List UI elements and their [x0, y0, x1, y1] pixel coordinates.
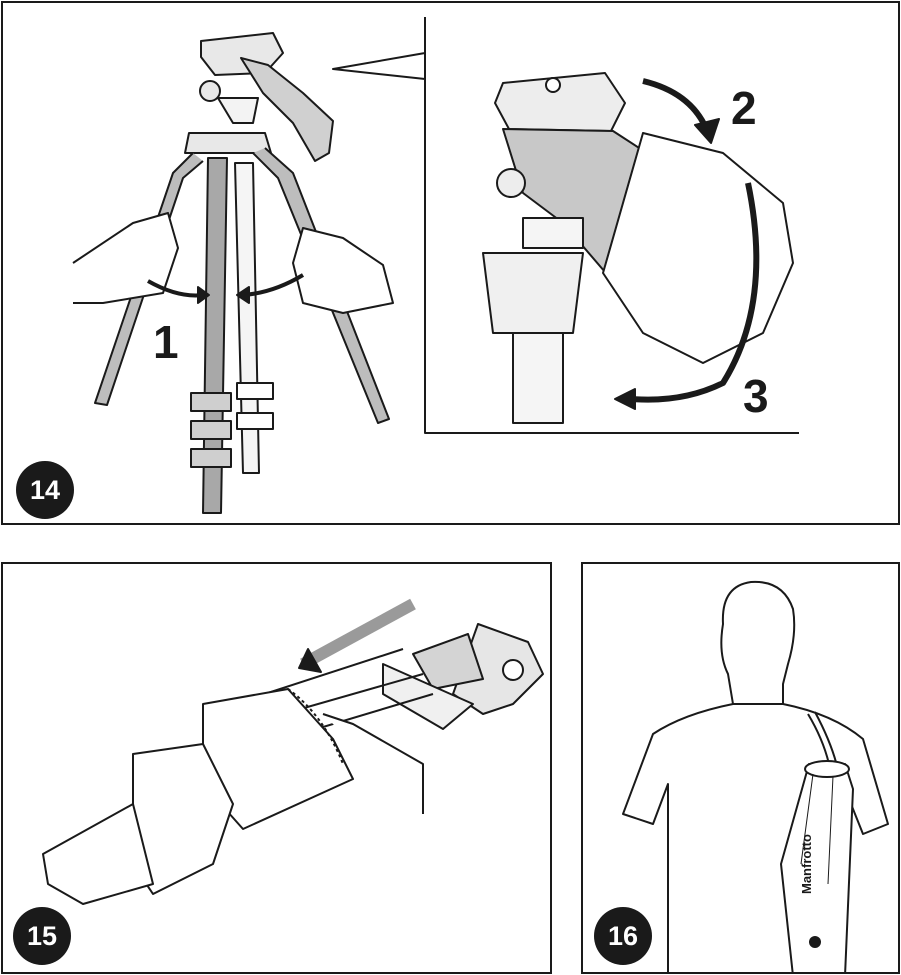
manfrotto-logo-icon — [809, 936, 821, 948]
hand-illustration — [3, 564, 552, 974]
panel-step-14: 1 2 3 14 — [1, 1, 900, 525]
tripod-illustration — [3, 3, 900, 525]
panel-step-16: Manfrotto 16 — [581, 562, 900, 974]
brand-label: Manfrotto — [799, 804, 823, 894]
panel-step-15: 15 — [1, 562, 552, 974]
step-label-3: 3 — [743, 373, 769, 419]
step-number-badge: 14 — [16, 461, 74, 519]
step-label-2: 2 — [731, 85, 757, 131]
step-number-badge: 15 — [13, 907, 71, 965]
step-label-1: 1 — [153, 319, 179, 365]
step-number-badge: 16 — [594, 907, 652, 965]
